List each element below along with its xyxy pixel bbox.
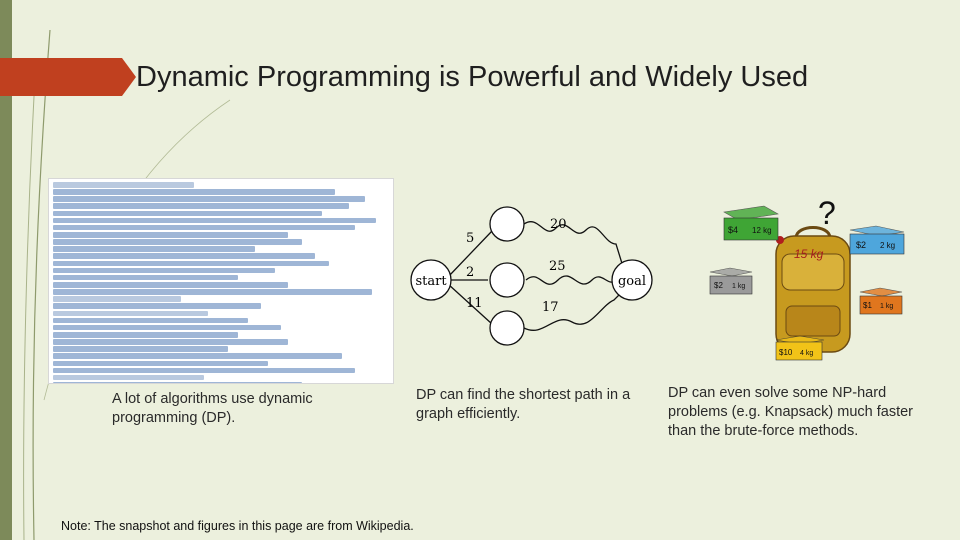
snapshot-text-line (53, 310, 208, 317)
weight-mid-goal: 25 (549, 259, 566, 274)
node-bot (489, 310, 525, 346)
knapsack-illustration: ? 15 kg $4 12 kg $2 2 kg $2 1 kg $1 1 kg… (709, 195, 905, 361)
node-mid (489, 262, 525, 298)
snapshot-text-line (53, 253, 316, 259)
edge-top-goal (523, 221, 625, 271)
snapshot-text-line (53, 381, 302, 383)
snapshot-text-line (53, 246, 255, 252)
snapshot-text-line (53, 231, 289, 238)
item-weight: 4 kg (800, 350, 813, 357)
bag-handle-icon (794, 226, 832, 239)
item-weight: 12 kg (752, 226, 772, 235)
snapshot-text-line (53, 267, 275, 274)
snapshot-text-line (53, 324, 282, 331)
edge-mid-goal (525, 275, 617, 285)
snapshot-text-line (53, 239, 302, 245)
caption-shortest-path: DP can find the shortest path in a graph… (416, 387, 631, 422)
node-start (410, 259, 452, 301)
edge-bot-goal (523, 289, 625, 331)
left-accent-bar (0, 0, 12, 540)
wikipedia-snapshot (48, 178, 394, 384)
item-price: $2 (856, 240, 866, 250)
snapshot-text-line (53, 367, 356, 374)
node-top (489, 206, 525, 242)
snapshot-text-line (53, 339, 289, 345)
item-price: $10 (779, 348, 793, 357)
snapshot-text-line (53, 281, 289, 288)
item-box-blue: $2 2 kg (849, 225, 905, 255)
snapshot-text-line (53, 196, 366, 202)
edge-start-top (447, 230, 493, 278)
snapshot-text-line (53, 274, 238, 281)
weight-start-top: 5 (466, 231, 474, 246)
item-weight: 1 kg (880, 303, 893, 310)
snapshot-text-line (53, 303, 262, 309)
snapshot-text-line (53, 224, 356, 231)
snapshot-text-line (53, 317, 248, 324)
item-box-green: $4 12 kg (723, 205, 779, 241)
weight-bot-goal: 17 (542, 300, 559, 315)
weight-top-goal: 20 (550, 217, 567, 232)
item-price: $1 (863, 301, 872, 310)
item-box-yellow: $10 4 kg (775, 335, 825, 361)
bag-pocket-icon (785, 305, 841, 337)
title-accent-tab (0, 58, 136, 96)
snapshot-text-line (53, 331, 238, 338)
snapshot-text-line (53, 217, 376, 224)
weight-start-mid: 2 (466, 265, 474, 280)
item-box-orange: $1 1 kg (859, 287, 903, 315)
snapshot-text-line (53, 260, 329, 267)
source-note: Note: The snapshot and figures in this p… (61, 519, 414, 533)
snapshot-text-line (53, 353, 342, 359)
label-start: start (415, 274, 447, 289)
label-goal: goal (618, 274, 646, 289)
weight-start-bot: 11 (466, 296, 483, 311)
bag-flap-icon (781, 253, 845, 291)
item-weight: 2 kg (880, 241, 895, 250)
item-box-gray: $2 1 kg (709, 267, 753, 295)
item-weight: 1 kg (732, 283, 745, 290)
edge-start-bot (447, 283, 493, 325)
node-goal (611, 259, 653, 301)
item-price: $4 (728, 225, 738, 235)
snapshot-text-line (53, 360, 269, 367)
snapshot-text-line (53, 203, 349, 210)
snapshot-text-line (53, 182, 195, 188)
snapshot-text-line (53, 374, 205, 381)
snapshot-text-line (53, 296, 181, 302)
question-mark: ? (818, 195, 836, 231)
snapshot-text-line (53, 210, 322, 217)
item-price: $2 (714, 281, 723, 290)
caption-knapsack: DP can even solve some NP-hard problems … (668, 385, 913, 439)
snapshot-text-line (53, 189, 336, 195)
snapshot-text-line (53, 289, 373, 295)
snapshot-text-line (53, 346, 228, 352)
shortest-path-graph: start goal 5 2 11 20 25 17 (410, 206, 653, 346)
slide-title: Dynamic Programming is Powerful and Wide… (136, 61, 809, 93)
caption-algorithms: A lot of algorithms use dynamic programm… (112, 391, 313, 426)
bag-capacity: 15 kg (794, 247, 824, 261)
